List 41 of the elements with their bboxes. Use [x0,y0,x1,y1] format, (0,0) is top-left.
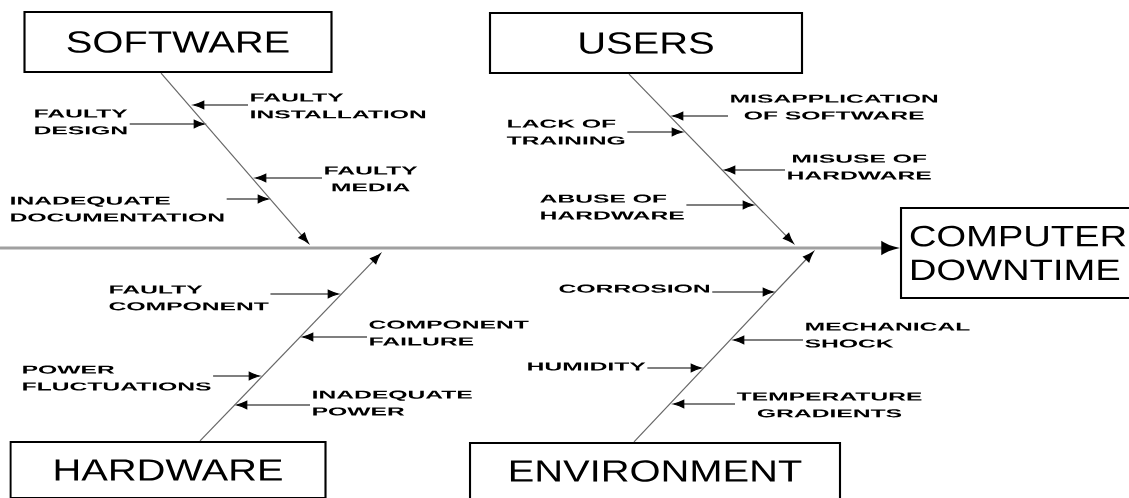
cause-label: FAULTY INSTALLATION [251,93,426,119]
cause-arrow [236,400,311,410]
category-box: HARDWARE [9,440,327,498]
cause-label: MISAPPLICATION OF SOFTWARE [731,94,938,120]
category-box: USERS [488,11,804,75]
cause-label: CORROSION [559,284,709,293]
cause-arrow [646,363,702,373]
cause-arrow [193,100,249,110]
category-box: ENVIRONMENT [468,441,842,498]
cause-arrow [626,127,683,137]
cause-label: MISUSE OF HARDWARE [788,154,931,180]
bone-arrow [633,251,814,443]
effect-box: COMPUTER DOWNTIME [899,206,1129,300]
cause-arrow [226,194,269,204]
bone-arrow [199,253,381,442]
cause-arrow [724,165,786,175]
cause-label: LACK OF TRAINING [506,119,625,145]
cause-arrow [673,399,736,409]
cause-arrow [129,119,205,129]
cause-arrow [269,289,339,299]
cause-label: HUMIDITY [528,362,646,371]
category-box: SOFTWARE [23,10,333,74]
bone-arrow [160,72,309,244]
cause-arrow [212,371,260,381]
cause-label: POWER FLUCTUATIONS [23,365,211,391]
cause-label: COMPONENT FAILURE [369,320,529,346]
cause-label: FAULTY MEDIA [325,166,418,192]
cause-label: TEMPERATURE GRADIENTS [736,392,922,418]
cause-label: INADEQUATE POWER [313,390,472,416]
cause-label: FAULTY DESIGN [35,109,128,135]
cause-arrow [672,111,729,121]
cause-label: INADEQUATE DOCUMENTATION [11,196,224,222]
bone-arrow [628,73,794,244]
cause-label: MECHANICAL SHOCK [805,322,970,348]
cause-arrow [302,332,368,342]
cause-arrow [685,200,754,210]
cause-arrow [711,287,774,297]
cause-arrow [733,335,804,345]
cause-label: ABUSE OF HARDWARE [540,194,684,220]
cause-arrow [255,173,323,183]
cause-label: FAULTY COMPONENT [109,285,269,311]
